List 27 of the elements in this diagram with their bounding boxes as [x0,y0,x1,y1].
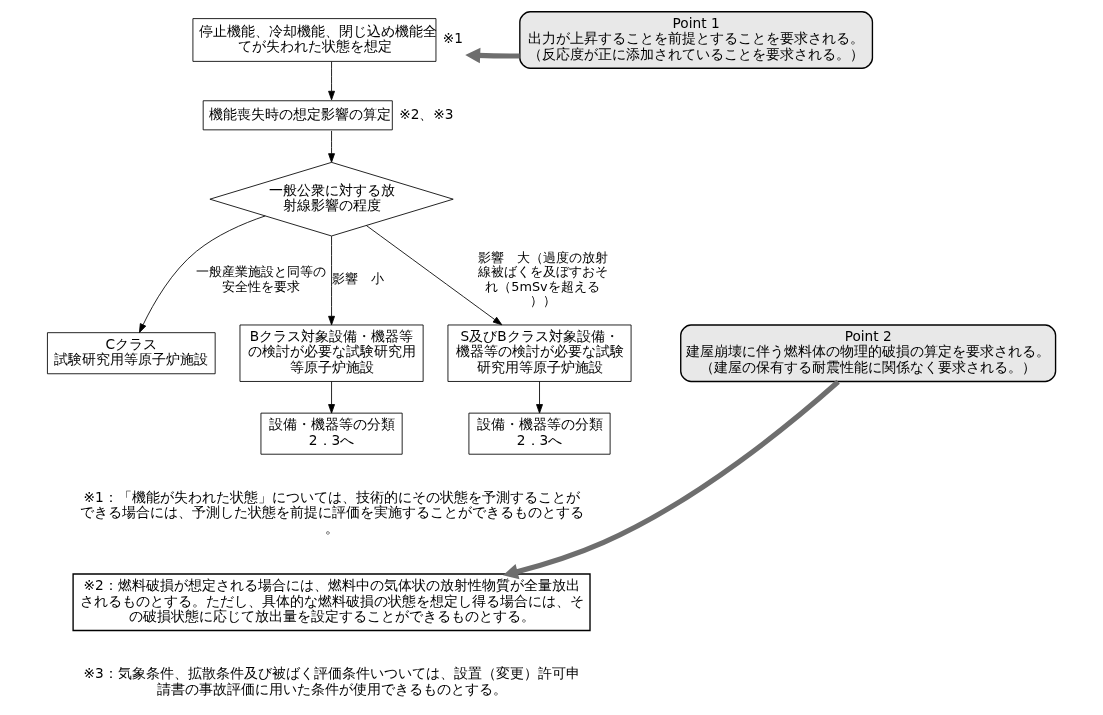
edge-label: 影響 小 [331,271,384,287]
arrow [328,130,335,163]
node-box: ※2：燃料破損が想定される場合には、燃料中の気体状の放射性物質が全量放出されるものとする。ただし、具体的な燃料破損の状態を想定し得る場合には、その破損状態に応じて放出量を設定することができるものとする。 [72,573,591,632]
node-box: 設備・機器等の分類 2．3へ [260,412,403,455]
arrow [139,215,266,333]
node-label: ※1 [442,30,463,47]
arrow [536,381,543,414]
node-box: 停止機能、冷却機能、閉じ込め機能全てが失われた状態を想定 [192,18,437,62]
label: ※3：気象条件、拡散条件及び被ばく評価条件いついては、設置（変更）許可申請書の事故評価に用いた条件が使用できるものとする。 [83,665,580,697]
edge-label: 影響 大（過度の放射線被ばくを及ぼすおそれ（5mSvを超える）） [477,249,608,309]
node-box: Point 1 出力が上昇することを前提とすることを要求される。 （反応度が正に添加されていることを要求される。） [519,11,874,69]
arrow [465,47,520,64]
label: ※1：「機能が失われた状態」については、技術的にその状態を予測することができる場合には、予測した状態を前提に評価を実施することができるものとする。 [79,488,584,536]
edge-label: 一般産業施設と同等の安全性を要求 [195,264,326,294]
node-box: 設備・機器等の分類 2．3へ [468,412,611,455]
arrow [328,381,335,414]
node-box: S及びBクラス対象設備・機器等の検討が必要な試験研究用等原子炉施設 [447,324,632,382]
node-box: Cクラス 試験研究用等原子炉施設 [47,332,216,375]
node-box: Point 2 建屋崩壊に伴う燃料体の物理的破損の算定を要求される。 （建屋の保有する耐震性能に関係なく要求される。） [680,324,1057,383]
node-box: Bクラス対象設備・機器等の検討が必要な試験研究用等原子炉施設 [239,324,424,382]
arrow [328,61,335,101]
arrow [328,235,335,326]
node-label: ※2、※3 [399,105,454,122]
node-box: 機能喪失時の想定影響の算定 [202,100,393,131]
arrow [365,225,503,326]
node-diamond: 一般公衆に対する放射線影響の程度 [209,161,454,237]
arrow [503,379,840,580]
